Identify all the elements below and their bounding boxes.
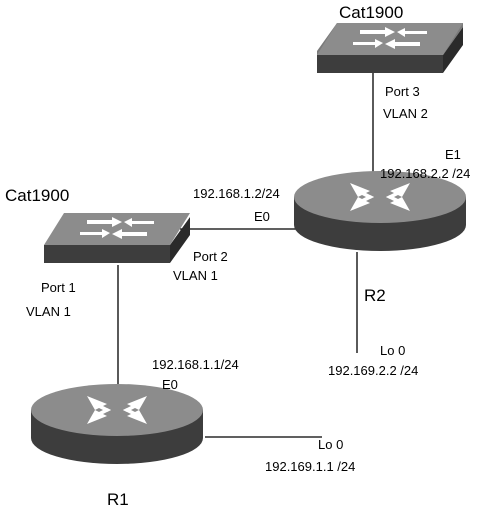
r1-e0-ip-label: 192.168.1.1/24 — [152, 357, 239, 372]
switch-left-label: Cat1900 — [5, 186, 70, 205]
switch-top-port-label: Port 3 — [385, 84, 420, 99]
switch-icon — [317, 23, 463, 73]
r1-lo-ip-label: 192.169.1.1 /24 — [265, 459, 356, 474]
r2-e1-iface-label: E1 — [445, 147, 461, 162]
router-icon — [31, 384, 203, 464]
switch-left-port2-label: Port 2 — [193, 249, 228, 264]
r2-e0-ip-label: 192.168.1.2/24 — [193, 186, 280, 201]
switch-top-label: Cat1900 — [339, 3, 404, 22]
r1-name-label: R1 — [107, 490, 129, 509]
switch-left-port1-label: Port 1 — [41, 280, 76, 295]
switch-top-vlan-label: VLAN 2 — [383, 106, 428, 121]
r2-name-label: R2 — [364, 286, 386, 305]
switch-left-vlan-right-label: VLAN 1 — [173, 268, 218, 283]
r2-e1-ip-label: 192.168.2.2 /24 — [380, 166, 471, 181]
r1-e0-iface-label: E0 — [162, 377, 178, 392]
r2-e0-iface-label: E0 — [254, 209, 270, 224]
router-icon — [294, 171, 466, 251]
r1-lo-iface-label: Lo 0 — [318, 437, 344, 452]
r2-lo-ip-label: 192.169.2.2 /24 — [328, 363, 419, 378]
r2-lo-iface-label: Lo 0 — [380, 343, 406, 358]
switch-left-vlan-left-label: VLAN 1 — [26, 304, 71, 319]
switch-icon — [44, 213, 190, 263]
